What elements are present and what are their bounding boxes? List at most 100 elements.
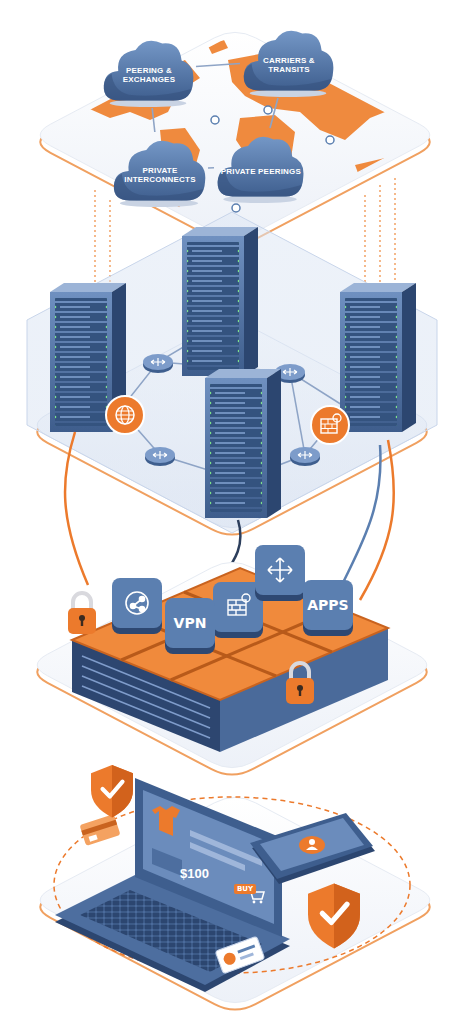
map-point xyxy=(232,204,240,212)
tablet-screen xyxy=(260,818,364,871)
credit-card xyxy=(79,814,120,846)
app-tile xyxy=(112,578,162,634)
router-icon xyxy=(145,447,175,466)
map-point xyxy=(211,116,219,124)
drop-line xyxy=(94,190,95,290)
globe-badge xyxy=(106,396,144,434)
cart-wheel xyxy=(253,901,256,904)
network-cloud: CARRIERS & TRANSITS xyxy=(240,22,336,98)
drive-bay xyxy=(82,686,210,738)
tablet xyxy=(250,813,373,879)
card-chip xyxy=(89,834,98,841)
cloud-body xyxy=(104,41,194,101)
app-tile xyxy=(255,545,305,601)
drop-line xyxy=(364,195,365,285)
network-cloud: PEERING & EXCHANGES xyxy=(100,32,196,108)
brick-lines xyxy=(228,600,246,615)
tile-top xyxy=(165,598,215,648)
firewall-badge xyxy=(311,406,349,444)
router-arrows xyxy=(268,558,292,582)
network-link xyxy=(196,63,240,66)
text-area: APPS xyxy=(303,580,353,630)
cloud-shadow xyxy=(250,89,327,97)
platform xyxy=(40,32,430,237)
map-point xyxy=(326,136,334,144)
cable xyxy=(360,440,394,600)
chassis-top xyxy=(72,568,388,700)
network-link xyxy=(208,167,214,169)
cable xyxy=(65,432,88,585)
card-photo xyxy=(222,951,237,966)
text-area: PRIVATE INTERCONNECTS xyxy=(117,152,203,201)
cloud-body xyxy=(114,141,205,201)
user-badge xyxy=(299,836,325,854)
cloud-outline xyxy=(214,128,306,204)
cloud-shadow xyxy=(110,99,187,107)
share-links xyxy=(133,599,142,609)
network-cloud: PRIVATE PEERINGS xyxy=(214,128,306,204)
cloud-body xyxy=(218,137,304,197)
shield-icon xyxy=(91,765,133,818)
text-area: PEERING & EXCHANGES xyxy=(107,52,191,101)
badge-disc xyxy=(311,406,349,444)
padlock xyxy=(286,663,314,704)
firewall-icon xyxy=(228,594,250,615)
brick-wall xyxy=(228,600,246,615)
cart-wheel xyxy=(260,901,263,904)
share-icon xyxy=(126,592,148,614)
tile-label: APPS xyxy=(307,598,348,612)
router-icon xyxy=(143,354,173,373)
id-card xyxy=(215,936,265,974)
card-body xyxy=(79,814,120,846)
card-text xyxy=(237,944,255,953)
card-text xyxy=(240,952,254,960)
user-head xyxy=(309,839,315,845)
service-tile: VPN xyxy=(165,598,215,654)
user-body xyxy=(306,847,318,851)
card-body xyxy=(215,936,265,974)
network-link xyxy=(290,372,305,455)
cloud-label: PRIVATE INTERCONNECTS xyxy=(117,167,203,185)
flame xyxy=(333,414,341,422)
padlock xyxy=(68,593,96,634)
glass-enclosure xyxy=(27,212,437,533)
buy-button: BUY xyxy=(234,884,256,894)
shield-icon xyxy=(308,883,360,948)
service-tile: APPS xyxy=(303,580,353,636)
laptop-screen xyxy=(143,790,274,924)
cloud-shadow xyxy=(223,195,297,203)
router-icon xyxy=(290,447,320,466)
drop-line xyxy=(379,185,380,285)
map-point xyxy=(264,106,272,114)
platform xyxy=(37,562,427,767)
drop-line xyxy=(394,178,395,285)
network-link xyxy=(270,98,278,128)
globe-parallels xyxy=(116,411,134,419)
world-map xyxy=(60,36,410,210)
tile-label: VPN xyxy=(174,616,207,630)
server-rack xyxy=(182,227,258,376)
card-stripe xyxy=(81,820,117,836)
text-area: VPN xyxy=(165,598,215,648)
thumbnail xyxy=(152,848,182,876)
cloud-label: CARRIERS & TRANSITS xyxy=(247,57,331,75)
badge-disc xyxy=(106,396,144,434)
server-rack xyxy=(205,369,281,518)
continent xyxy=(205,36,228,54)
cloud-body xyxy=(244,31,334,91)
cloud-label: PRIVATE PEERINGS xyxy=(221,168,301,177)
shirt-icon xyxy=(152,806,180,836)
text-area: CARRIERS & TRANSITS xyxy=(247,42,331,91)
flame xyxy=(242,594,250,602)
network-cloud: PRIVATE INTERCONNECTS xyxy=(110,132,208,208)
globe-outline xyxy=(116,406,134,424)
price-tag: $100 xyxy=(180,866,209,881)
continent xyxy=(355,158,402,192)
network-link xyxy=(152,108,155,132)
share-ring xyxy=(126,592,148,614)
